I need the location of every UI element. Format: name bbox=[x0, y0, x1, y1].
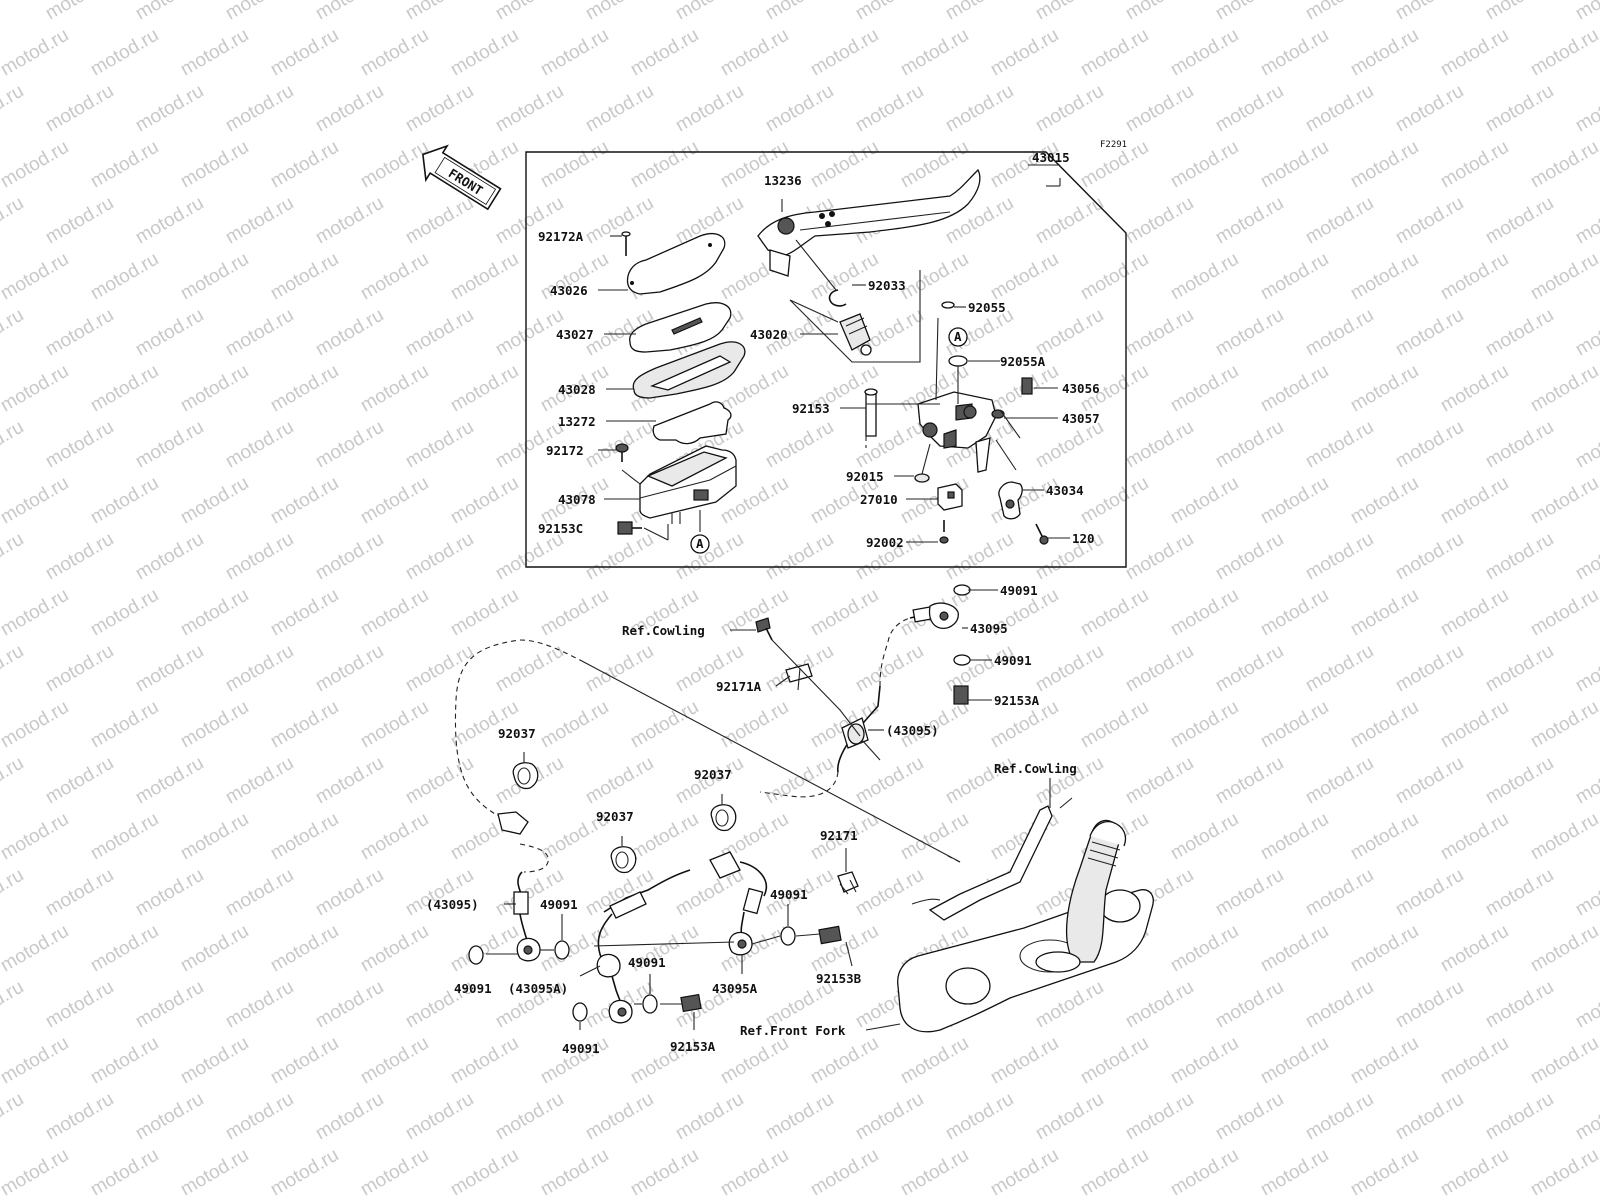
hose-clamp-3 bbox=[610, 846, 637, 874]
screw-92002 bbox=[939, 520, 949, 544]
label-49091-6: 49091 bbox=[454, 981, 492, 996]
bolt-ref-cowling bbox=[755, 617, 773, 641]
washer-92015 bbox=[914, 473, 930, 483]
label-92172A: 92172A bbox=[538, 229, 584, 244]
washer-49091-a bbox=[468, 945, 484, 965]
label-43095A: 43095A bbox=[712, 981, 758, 996]
label-ref-cowling-2: Ref.Cowling bbox=[994, 761, 1077, 776]
brake-hose-main bbox=[454, 639, 961, 873]
label-43095-paren-2: (43095) bbox=[426, 897, 479, 912]
label-49091-7: 49091 bbox=[562, 1041, 600, 1056]
piston-assembly bbox=[839, 313, 872, 356]
diaphragm bbox=[632, 341, 746, 399]
reservoir-body bbox=[639, 445, 737, 524]
washer-49091-d bbox=[642, 994, 658, 1014]
label-49091-2: 49091 bbox=[994, 653, 1032, 668]
reservoir-cap bbox=[626, 233, 726, 295]
ref-circle-a-upper-label: A bbox=[954, 329, 962, 344]
banjo-bolt-92153A-lower bbox=[680, 993, 702, 1013]
master-cylinder-assembly-frame bbox=[525, 151, 1127, 568]
label-43026: 43026 bbox=[550, 283, 588, 298]
label-43034: 43034 bbox=[1046, 483, 1084, 498]
label-43095: 43095 bbox=[970, 621, 1008, 636]
circlip bbox=[828, 289, 847, 307]
ref-circle-a-upper bbox=[948, 327, 968, 347]
label-92055A: 92055A bbox=[1000, 354, 1046, 369]
label-120: 120 bbox=[1072, 531, 1095, 546]
label-49091-3: 49091 bbox=[770, 887, 808, 902]
clamp-92171A bbox=[785, 663, 813, 691]
label-92015: 92015 bbox=[846, 469, 884, 484]
label-92153A-2: 92153A bbox=[670, 1039, 716, 1054]
grommet bbox=[841, 717, 869, 749]
label-92172: 92172 bbox=[546, 443, 584, 458]
label-ref-front-fork: Ref.Front Fork bbox=[740, 1023, 846, 1038]
label-43027: 43027 bbox=[556, 327, 594, 342]
label-92037-3: 92037 bbox=[596, 809, 634, 824]
label-43095-paren-1: (43095) bbox=[886, 723, 939, 738]
brake-lever bbox=[757, 168, 981, 277]
label-13236: 13236 bbox=[764, 173, 802, 188]
label-92033: 92033 bbox=[868, 278, 906, 293]
label-92171: 92171 bbox=[820, 828, 858, 843]
label-92002: 92002 bbox=[866, 535, 904, 550]
front-arrow-icon: FRONT bbox=[422, 144, 502, 211]
label-92153C: 92153C bbox=[538, 521, 583, 536]
label-13272: 13272 bbox=[558, 414, 596, 429]
clamp-43034 bbox=[998, 481, 1023, 520]
hose-junction bbox=[593, 851, 767, 1024]
label-92153B: 92153B bbox=[816, 971, 862, 986]
master-cylinder-body bbox=[917, 391, 997, 473]
label-43028: 43028 bbox=[558, 382, 596, 397]
label-49091-5: 49091 bbox=[628, 955, 666, 970]
float-13272 bbox=[652, 401, 732, 445]
brake-hose-upper-right bbox=[759, 602, 959, 798]
clip-92171 bbox=[837, 871, 859, 895]
hose-clamp-2 bbox=[710, 804, 737, 832]
pivot-bolt-92153 bbox=[864, 388, 878, 437]
label-92153: 92153 bbox=[792, 401, 830, 416]
switch-27010 bbox=[937, 483, 963, 511]
front-fork-bracket bbox=[897, 797, 1154, 1033]
oring-92055 bbox=[941, 301, 955, 309]
washer-49091-b bbox=[554, 940, 570, 960]
label-49091-4: 49091 bbox=[540, 897, 578, 912]
label-43057: 43057 bbox=[1062, 411, 1100, 426]
label-ref-cowling-1: Ref.Cowling bbox=[622, 623, 705, 638]
ref-circle-a-lower-label: A bbox=[696, 536, 704, 551]
bolt-120 bbox=[1035, 523, 1049, 545]
hose-clamp-1 bbox=[512, 762, 539, 790]
washer-49091-top bbox=[953, 584, 971, 596]
label-92037-1: 92037 bbox=[498, 726, 536, 741]
label-92171A: 92171A bbox=[716, 679, 762, 694]
label-92153A-1: 92153A bbox=[994, 693, 1040, 708]
washer-49091-mid bbox=[953, 654, 971, 666]
label-92037-2: 92037 bbox=[694, 767, 732, 782]
label-43020: 43020 bbox=[750, 327, 788, 342]
diaphragm-plate bbox=[629, 302, 732, 353]
label-92055: 92055 bbox=[968, 300, 1006, 315]
label-43015: 43015 bbox=[1032, 150, 1070, 165]
washer-49091-c bbox=[572, 1002, 588, 1022]
label-49091-top: 49091 bbox=[1000, 583, 1038, 598]
oring-92055A bbox=[948, 355, 968, 367]
screw-92172A bbox=[621, 231, 631, 256]
bolt-92153C bbox=[617, 521, 642, 535]
label-43078: 43078 bbox=[558, 492, 596, 507]
banjo-bolt-92153B bbox=[818, 925, 842, 945]
bleeder-43056 bbox=[1021, 377, 1033, 395]
label-43056: 43056 bbox=[1062, 381, 1100, 396]
screw-92172 bbox=[615, 443, 629, 462]
ref-circle-a-lower bbox=[690, 534, 710, 554]
label-43095A-paren: (43095A) bbox=[508, 981, 568, 996]
label-27010: 27010 bbox=[860, 492, 898, 507]
washer-49091-e bbox=[780, 926, 796, 946]
banjo-bolt-92153A-upper bbox=[953, 685, 969, 705]
figure-code: F2291 bbox=[1100, 140, 1127, 150]
hose-fitting-left bbox=[497, 811, 541, 962]
